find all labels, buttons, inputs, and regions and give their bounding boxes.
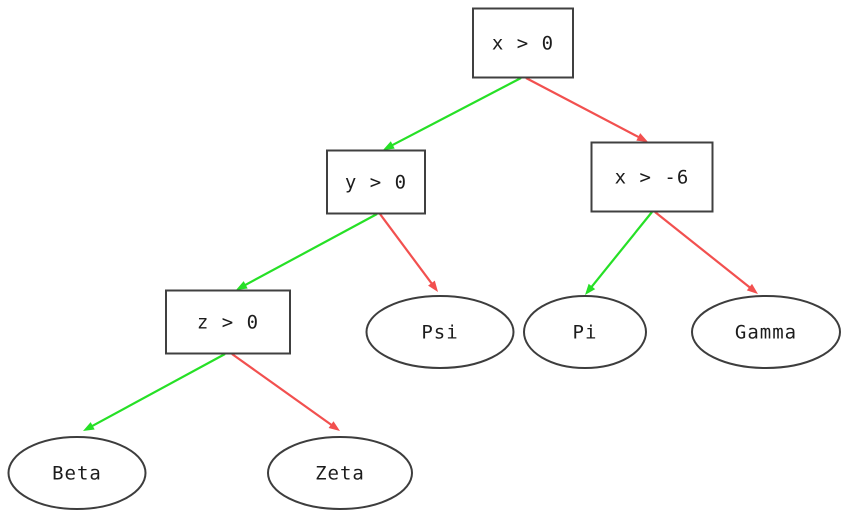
edge-line (242, 213, 378, 288)
edge-zgt0-to-beta-true (83, 353, 226, 431)
leaf-node-shape[interactable] (365, 295, 515, 369)
arrowhead-icon (585, 283, 596, 295)
edge-zgt0-to-zeta-false (231, 353, 340, 431)
arrowhead-icon (383, 141, 395, 150)
node-label: y > 0 (345, 172, 407, 194)
decision-node-shape[interactable] (326, 149, 426, 215)
node-label: Zeta (315, 463, 365, 485)
edge-line (389, 77, 522, 148)
node-label: x > 0 (492, 33, 554, 55)
arrowhead-icon (83, 422, 95, 431)
node-pi[interactable]: Pi (523, 295, 647, 369)
leaf-node-shape[interactable] (267, 436, 413, 510)
leaf-node-shape[interactable] (7, 436, 147, 510)
decision-node-shape[interactable] (472, 7, 574, 79)
arrowhead-icon (328, 421, 340, 431)
node-label: Gamma (735, 322, 797, 344)
edge-root-to-ygt0-true (383, 77, 522, 150)
edge-root-to-xgtm6-false (525, 77, 648, 142)
node-zeta[interactable]: Zeta (267, 436, 413, 510)
node-label: x > -6 (615, 167, 690, 189)
edge-xgtm6-to-pi-true (585, 211, 653, 295)
leaf-node-shape[interactable] (691, 295, 841, 369)
node-psi[interactable]: Psi (365, 295, 515, 369)
arrowhead-icon (746, 283, 758, 294)
edge-xgtm6-to-gamma-false (654, 211, 758, 294)
node-label: z > 0 (197, 312, 259, 334)
arrowhead-icon (636, 133, 648, 142)
edge-ygt0-to-psi-false (379, 213, 438, 292)
arrowhead-icon (428, 280, 438, 292)
edge-ygt0-to-zgt0-true (236, 213, 378, 290)
node-label: Beta (52, 463, 102, 485)
edge-line (589, 211, 653, 290)
decision-node-shape[interactable] (165, 289, 291, 355)
edge-line (654, 211, 753, 290)
node-root[interactable]: x > 0 (472, 7, 574, 79)
edge-line (89, 353, 226, 429)
node-gamma[interactable]: Gamma (691, 295, 841, 369)
edge-line (379, 213, 435, 287)
edges-layer (83, 77, 758, 431)
node-beta[interactable]: Beta (7, 436, 147, 510)
node-zgt0[interactable]: z > 0 (165, 289, 291, 355)
edge-line (525, 77, 642, 140)
node-ygt0[interactable]: y > 0 (326, 149, 426, 215)
node-label: Pi (573, 322, 598, 344)
leaf-node-shape[interactable] (523, 295, 647, 369)
edge-line (231, 353, 335, 428)
node-xgtm6[interactable]: x > -6 (590, 141, 714, 213)
arrowhead-icon (236, 281, 248, 290)
decision-node-shape[interactable] (590, 141, 714, 213)
node-label: Psi (421, 322, 458, 344)
